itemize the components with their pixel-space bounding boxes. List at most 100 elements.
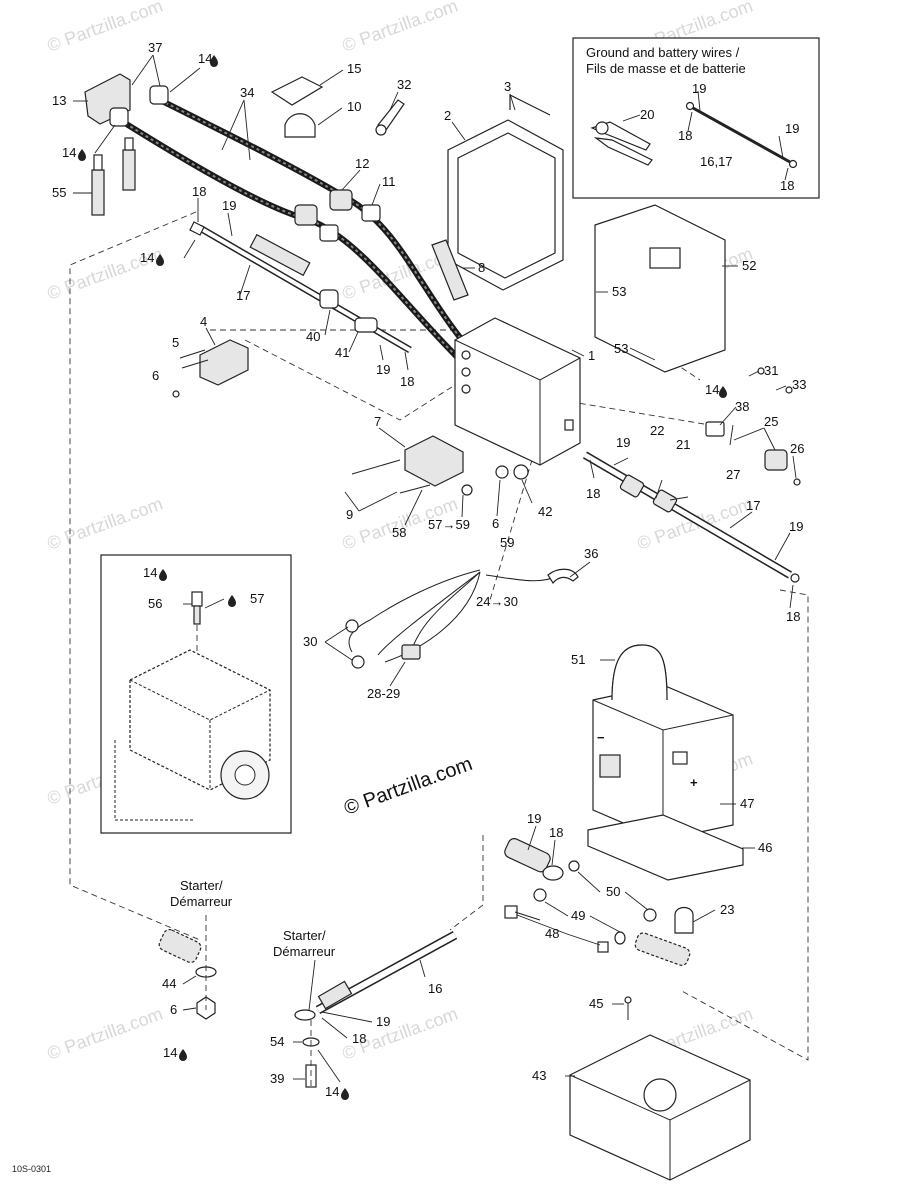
label-18: 18 (352, 1031, 366, 1046)
label-17: 17 (746, 498, 760, 513)
leader-lines (73, 54, 797, 1083)
engine-inset (100, 554, 292, 834)
label-3: 3 (504, 79, 511, 94)
label-18: 18 (780, 178, 794, 193)
label-14: 14 (198, 51, 212, 66)
electrical-box (454, 317, 581, 466)
label-9: 9 (346, 507, 353, 522)
label-55: 55 (52, 185, 66, 200)
label-53: 53 (612, 284, 626, 299)
spark-plug-wires (84, 73, 473, 363)
label-18: 18 (549, 825, 563, 840)
label-6: 6 (492, 516, 499, 531)
label-57-59: 57→59 (428, 517, 470, 532)
label-12: 12 (355, 156, 369, 171)
label-18: 18 (400, 374, 414, 389)
label-26: 26 (790, 441, 804, 456)
label-15: 15 (347, 61, 361, 76)
label-56: 56 (148, 596, 162, 611)
starter-left-parts (158, 915, 217, 1020)
label-39: 39 (270, 1071, 284, 1086)
label-58: 58 (392, 525, 406, 540)
label-16-17: 16,17 (700, 154, 733, 169)
label-57: 57 (250, 591, 264, 606)
label-18: 18 (586, 486, 600, 501)
label-47: 47 (740, 796, 754, 811)
label-2: 2 (444, 108, 451, 123)
label-53: 53 (614, 341, 628, 356)
label-22: 22 (650, 423, 664, 438)
battery-routing-line (679, 589, 809, 1061)
label-19: 19 (527, 811, 541, 826)
label-43: 43 (532, 1068, 546, 1083)
wiring-harness (345, 568, 579, 669)
label-33: 33 (792, 377, 806, 392)
inset-title-fr: Fils de masse et de batterie (586, 61, 746, 76)
label-46: 46 (758, 840, 772, 855)
label-14: 14 (705, 382, 719, 397)
starter-label-line1: Starter/ (283, 928, 326, 943)
label-18: 18 (678, 128, 692, 143)
label-54: 54 (270, 1034, 284, 1049)
label-19: 19 (222, 198, 236, 213)
battery-cable-right (582, 451, 800, 583)
label-24-30: 24→30 (476, 594, 518, 609)
label-11: 11 (382, 174, 396, 189)
label-48: 48 (545, 926, 559, 941)
label-20: 20 (640, 107, 654, 122)
label-45: 45 (589, 996, 603, 1011)
label-14: 14 (62, 145, 76, 160)
label-51: 51 (571, 652, 585, 667)
label-40: 40 (306, 329, 320, 344)
label-41: 41 (335, 345, 349, 360)
label-10: 10 (347, 99, 361, 114)
label-32: 32 (397, 77, 411, 92)
starter-label-line1: Starter/ (180, 878, 223, 893)
drop-icons (78, 55, 727, 1100)
label-13: 13 (52, 93, 66, 108)
label-59: 59 (500, 535, 514, 550)
label-8: 8 (478, 260, 485, 275)
starter-label-line2: Démarreur (170, 894, 233, 909)
label-7: 7 (374, 414, 381, 429)
label-14: 14 (143, 565, 157, 580)
label-19: 19 (785, 121, 799, 136)
label-6: 6 (152, 368, 159, 383)
label-16: 16 (428, 981, 442, 996)
battery-cable-end (504, 838, 694, 966)
label-19: 19 (789, 519, 803, 534)
label-50: 50 (606, 884, 620, 899)
label-49: 49 (571, 908, 585, 923)
label-18: 18 (786, 609, 800, 624)
label-44: 44 (162, 976, 176, 991)
label-25: 25 (764, 414, 778, 429)
label-42: 42 (538, 504, 552, 519)
label-19: 19 (692, 81, 706, 96)
label-14: 14 (163, 1045, 177, 1060)
starter-label-line2: Démarreur (273, 944, 336, 959)
label-31: 31 (764, 363, 778, 378)
label-37: 37 (148, 40, 162, 55)
watermark: © Partzilla.com (45, 493, 166, 553)
label-36: 36 (584, 546, 598, 561)
watermark: © Partzilla.com (340, 0, 461, 56)
drawing-code: 10S-0301 (12, 1164, 51, 1174)
label-28-29: 28-29 (367, 686, 400, 701)
inset-ground-battery-wires: Ground and battery wires / Fils de masse… (572, 37, 820, 199)
label-38: 38 (735, 399, 749, 414)
label-34: 34 (240, 85, 254, 100)
label-4: 4 (200, 314, 207, 329)
label-6: 6 (170, 1002, 177, 1017)
inset-title-en: Ground and battery wires / (586, 45, 740, 60)
battery-support (569, 996, 751, 1181)
label-17: 17 (236, 288, 250, 303)
label-19: 19 (376, 1014, 390, 1029)
label-19: 19 (376, 362, 390, 377)
label-19: 19 (616, 435, 630, 450)
label-14: 14 (325, 1084, 339, 1099)
label-30: 30 (303, 634, 317, 649)
battery-cable-lower (294, 931, 458, 1021)
part-labels: 37 14 13 34 15 32 10 3 2 14 55 12 11 18 … (52, 40, 806, 1099)
label-27: 27 (726, 467, 740, 482)
